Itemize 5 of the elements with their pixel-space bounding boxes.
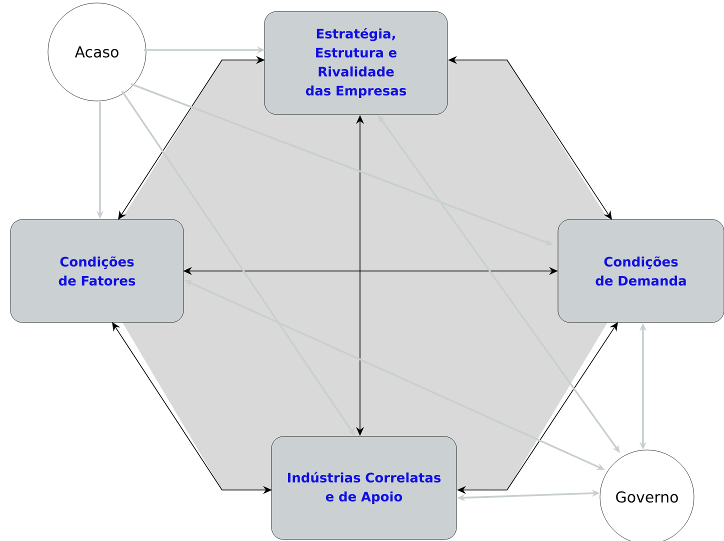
factor-box: Condições de Demanda: [558, 219, 724, 323]
factor-box: Indústrias Correlatas e de Apoio: [271, 436, 457, 540]
factor-box: Condições de Fatores: [10, 219, 184, 323]
circle-node: Acaso: [48, 2, 146, 102]
factor-box: Estratégia, Estrutura e Rivalidade das Empresas: [264, 11, 448, 115]
